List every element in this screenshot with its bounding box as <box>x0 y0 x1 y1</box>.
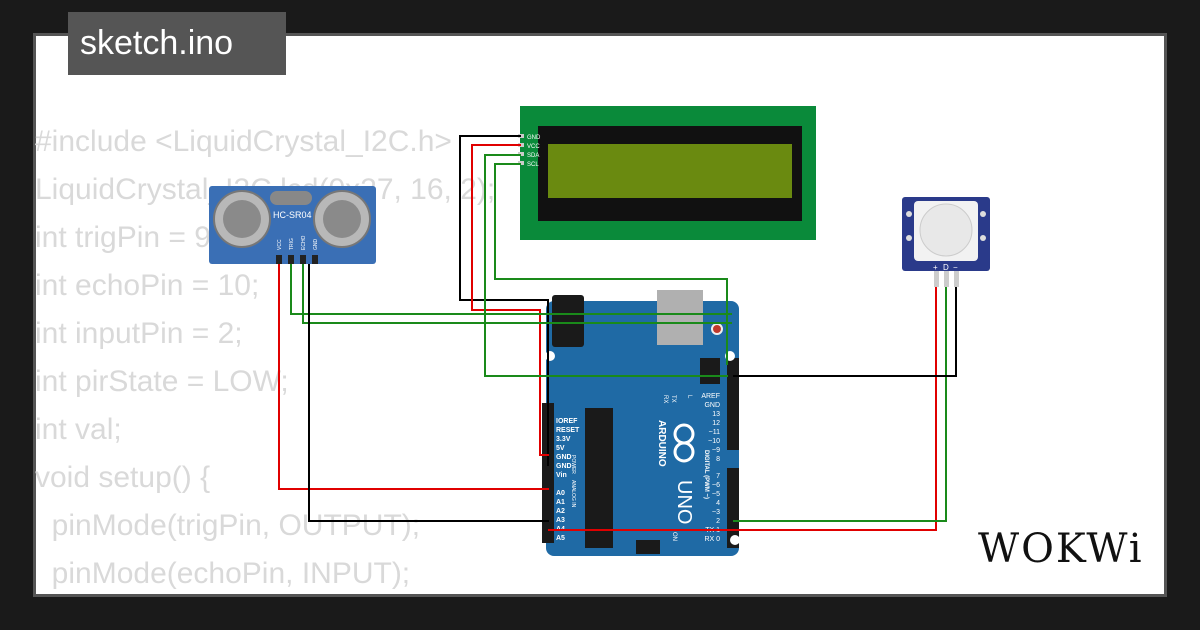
svg-text:Vin: Vin <box>556 472 567 479</box>
code-line: int echoPin = 10; <box>35 269 260 302</box>
icsp-header <box>700 358 720 384</box>
svg-text:GND: GND <box>704 402 720 409</box>
code-line: #include <LiquidCrystal_I2C.h> <box>35 125 452 158</box>
arduino-logo: ARDUINO <box>656 420 695 467</box>
analog-header-label: ANALOG IN <box>570 480 576 508</box>
wire-lcd-vcc <box>471 144 549 456</box>
wokwi-logo: WOKWi <box>978 526 1144 572</box>
pir-pin-label: + <box>933 263 938 272</box>
lcd-pin-label: SCL <box>527 162 539 168</box>
svg-text:~10: ~10 <box>708 438 720 445</box>
code-line: pinMode(trigPin, OUTPUT); <box>35 509 421 542</box>
svg-text:A0: A0 <box>556 490 565 497</box>
icsp-header-bottom <box>636 540 660 554</box>
file-title[interactable]: sketch.ino <box>68 12 286 75</box>
svg-text:12: 12 <box>712 420 720 427</box>
wire-lcd-sda <box>484 154 728 377</box>
l-led-label: L <box>686 395 692 399</box>
svg-text:RX 0: RX 0 <box>704 536 720 543</box>
mount-hole <box>730 535 740 545</box>
wires[interactable] <box>278 135 957 531</box>
wire-lcd-gnd <box>459 135 549 466</box>
svg-text:IOREF: IOREF <box>556 418 578 425</box>
ultrasonic-pin-label: ECHO <box>301 235 307 250</box>
uno-label: UNO <box>673 480 695 524</box>
power-pin-labels: IOREF RESET 3.3V 5V GND GND Vin <box>556 418 580 479</box>
svg-text:5V: 5V <box>556 445 565 452</box>
reset-button <box>711 323 723 335</box>
power-jack <box>552 295 584 347</box>
lcd-pin-label: GND <box>527 135 541 141</box>
svg-text:A2: A2 <box>556 508 565 515</box>
code-line: int inputPin = 2; <box>35 317 243 350</box>
svg-text:13: 13 <box>712 411 720 418</box>
svg-text:4: 4 <box>716 500 720 507</box>
svg-text:~3: ~3 <box>712 509 720 516</box>
wire-ultrasonic-gnd <box>308 264 549 522</box>
svg-text:~5: ~5 <box>712 491 720 498</box>
arduino-uno[interactable]: IOREF RESET 3.3V 5V GND GND Vin A0 A1 A2… <box>542 290 740 556</box>
svg-text:3.3V: 3.3V <box>556 436 571 443</box>
wire-pir-vcc <box>548 287 937 531</box>
code-line: int val; <box>35 413 122 446</box>
svg-text:GND: GND <box>556 454 572 461</box>
rx-label: RX <box>662 395 668 403</box>
tx-label: TX <box>670 395 676 403</box>
wire-lcd-scl <box>494 163 728 365</box>
lcd-screen <box>548 144 792 198</box>
code-line: int pirState = LOW; <box>35 365 289 398</box>
wire-pir-gnd <box>733 287 957 377</box>
pir-pin-label: D <box>943 263 949 272</box>
atmega-chip <box>585 408 613 548</box>
wire-pir-data <box>733 287 947 522</box>
svg-text:7: 7 <box>716 473 720 480</box>
power-header-label: POWER <box>570 455 576 474</box>
ultrasonic-crystal <box>270 191 312 205</box>
ultrasonic-sensor[interactable]: HC-SR04 VCC TRIG ECHO GND <box>209 186 376 264</box>
svg-text:8: 8 <box>716 456 720 463</box>
code-line: void setup() { <box>35 461 211 494</box>
svg-text:GND: GND <box>556 463 572 470</box>
code-line: pinMode(echoPin, INPUT); <box>35 557 411 590</box>
on-led-label: ON <box>671 532 677 541</box>
code-editor: #include <LiquidCrystal_I2C.h>LiquidCrys… <box>35 118 495 598</box>
svg-text:~6: ~6 <box>712 482 720 489</box>
lcd-pin-labels: GND VCC SDA SCL <box>527 135 541 168</box>
digital-header-label: DIGITAL (PWM ~) <box>703 450 709 499</box>
pir-pin-label: − <box>953 263 958 272</box>
svg-text:A3: A3 <box>556 517 565 524</box>
wire-ultrasonic-vcc <box>278 264 549 490</box>
svg-text:ARDUINO: ARDUINO <box>656 420 667 467</box>
lcd-pin-label: VCC <box>527 144 540 150</box>
svg-text:A1: A1 <box>556 499 565 506</box>
ultrasonic-label: HC-SR04 <box>273 210 312 220</box>
pir-dome <box>919 203 973 257</box>
mount-hole <box>545 351 555 361</box>
svg-text:~9: ~9 <box>712 447 720 454</box>
lcd-pin-label: SDA <box>527 153 539 159</box>
ultrasonic-pin-label: GND <box>313 239 319 251</box>
svg-text:A5: A5 <box>556 535 565 542</box>
ultrasonic-pin-label: TRIG <box>289 238 295 250</box>
digital-header-bottom <box>727 468 739 548</box>
lcd-display[interactable]: GND VCC SDA SCL <box>518 106 816 240</box>
code-line: int trigPin = 9; <box>35 221 220 254</box>
power-header <box>542 403 554 543</box>
svg-text:AREF: AREF <box>701 393 720 400</box>
svg-text:~11: ~11 <box>709 429 720 436</box>
pir-sensor[interactable]: + D − <box>902 197 990 287</box>
wire-ultrasonic-trig <box>290 264 732 315</box>
ultrasonic-pins <box>276 255 318 264</box>
pir-pins <box>934 271 959 287</box>
svg-text:RESET: RESET <box>556 427 580 434</box>
wire-ultrasonic-echo <box>302 264 732 324</box>
usb-connector <box>657 290 703 345</box>
svg-text:2: 2 <box>716 518 720 525</box>
digital-header-top <box>727 358 739 450</box>
ultrasonic-pin-label: VCC <box>277 239 283 250</box>
digital-top-labels: AREF GND 13 12 ~11 ~10 ~9 8 <box>701 393 720 463</box>
